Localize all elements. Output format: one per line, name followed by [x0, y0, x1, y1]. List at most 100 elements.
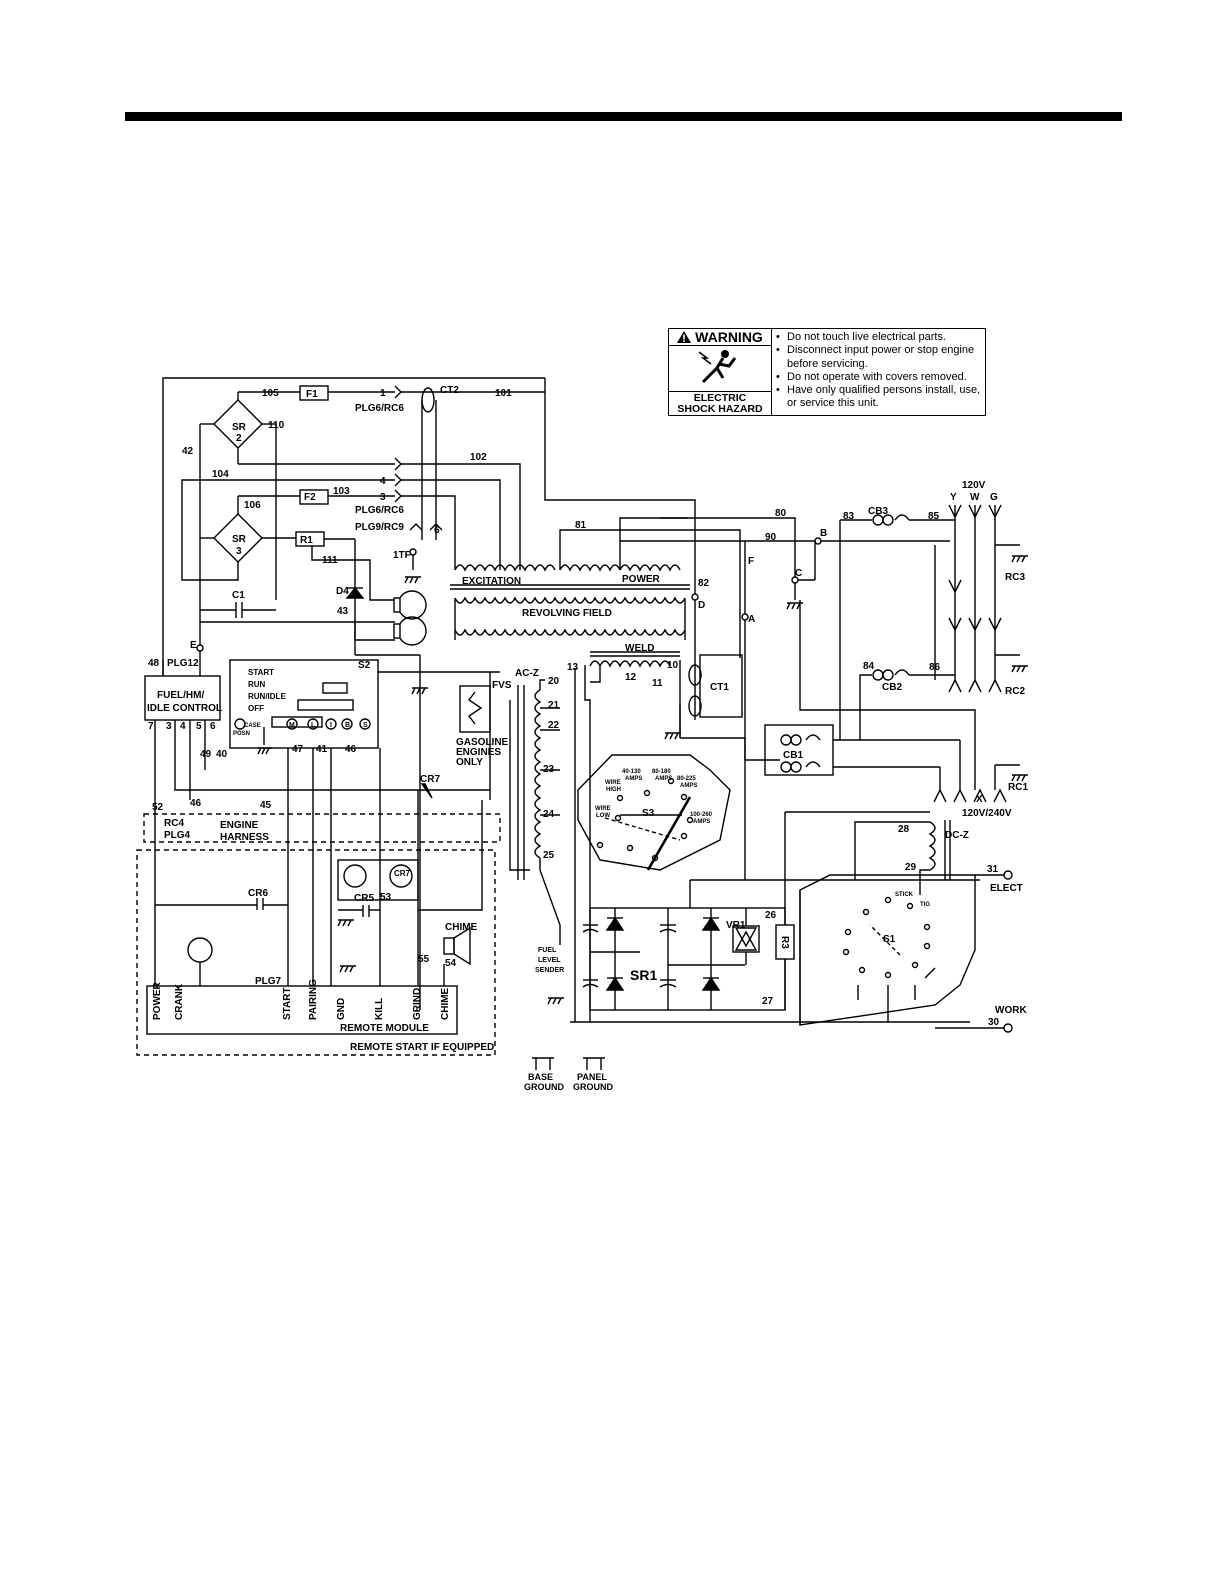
- label: REMOTE START IF EQUIPPED: [350, 1042, 494, 1053]
- label: SR: [232, 422, 247, 433]
- label: 20: [548, 676, 560, 687]
- label: POWER: [622, 574, 661, 585]
- label: 100-260: [690, 812, 713, 818]
- label: 42: [182, 446, 194, 457]
- label: 40-130: [622, 769, 641, 775]
- label: 111: [322, 555, 338, 566]
- label: 120V: [962, 480, 986, 491]
- label: D4: [336, 586, 349, 597]
- label: 6: [434, 525, 440, 536]
- label: AMPS: [625, 776, 642, 782]
- label: 104: [212, 469, 229, 480]
- label: AMPS: [693, 819, 710, 825]
- label: WIRE: [595, 806, 611, 812]
- label: AC-Z: [515, 668, 539, 679]
- label: CB2: [882, 682, 902, 693]
- label: 22: [548, 720, 560, 731]
- acz-reactor: [509, 679, 731, 945]
- label: REVOLVING FIELD: [522, 608, 612, 619]
- label: 80-180: [652, 769, 671, 775]
- label: 28: [898, 824, 910, 835]
- ac-distribution: [660, 505, 1020, 790]
- label: FVS: [492, 680, 512, 691]
- label: 3: [236, 546, 242, 557]
- label: F: [748, 556, 754, 567]
- label: L: [311, 722, 316, 729]
- warning-item: Have only qualified persons install, use…: [776, 384, 985, 411]
- warning-item: Do not operate with covers removed.: [776, 371, 985, 385]
- label: 106: [244, 500, 261, 511]
- label: 1TF: [393, 550, 411, 561]
- label: 48: [148, 658, 160, 669]
- label: 52: [152, 802, 164, 813]
- label: 12: [625, 672, 637, 683]
- label: G: [990, 492, 998, 503]
- label: PLG6/RC6: [355, 505, 404, 516]
- sr1-output-section: [570, 879, 980, 1023]
- label: 21: [548, 700, 560, 711]
- label: START: [282, 987, 293, 1020]
- label: 120V/240V: [962, 808, 1012, 819]
- hazard-line-2: SHOCK HAZARD: [677, 402, 763, 415]
- label: FUEL/HM/: [157, 690, 204, 701]
- label: 80: [775, 508, 787, 519]
- rectifier-section: [162, 377, 696, 675]
- label: 10: [667, 660, 679, 671]
- label: 3: [166, 721, 172, 732]
- label: 110: [268, 420, 285, 431]
- warning-triangle-icon: [677, 331, 692, 343]
- label: PLG9/RC9: [355, 522, 404, 533]
- warning-header: WARNING: [669, 329, 771, 346]
- label: B: [820, 528, 827, 539]
- label: 101: [495, 388, 512, 399]
- label: 53: [380, 892, 392, 903]
- label: GASOLINE: [456, 737, 509, 748]
- label: HIGH: [606, 787, 621, 793]
- label: 43: [337, 606, 349, 617]
- dcz-s1-section: [784, 811, 1013, 1033]
- label: 30: [988, 1017, 1000, 1028]
- label: 27: [762, 996, 774, 1007]
- label: POSN: [233, 731, 250, 737]
- label: 81: [575, 520, 587, 531]
- label: EXCITATION: [462, 576, 521, 587]
- label: WIRE: [605, 780, 621, 786]
- warning-left-panel: WARNING ELECTRIC SHOCK HAZARD: [669, 329, 772, 415]
- label: 41: [316, 744, 328, 755]
- generator-windings: [450, 517, 815, 668]
- label: 105: [262, 388, 279, 399]
- label: 90: [765, 532, 777, 543]
- label: 86: [929, 662, 941, 673]
- label: 82: [698, 578, 710, 589]
- label: S3: [642, 808, 655, 819]
- label: 85: [928, 511, 940, 522]
- label: 1: [380, 388, 386, 399]
- label: 25: [543, 850, 555, 861]
- label: ONLY: [456, 757, 483, 768]
- label: 102: [470, 452, 487, 463]
- label: RC2: [1005, 686, 1025, 697]
- label: 4: [180, 721, 186, 732]
- label: 23: [543, 764, 555, 775]
- label: RC1: [1008, 782, 1028, 793]
- label: 55: [418, 954, 430, 965]
- label: CHIME: [440, 987, 451, 1020]
- label: R3: [779, 936, 790, 949]
- label: 5: [196, 721, 202, 732]
- label: GROUND: [524, 1082, 564, 1092]
- label: CRANK: [174, 983, 185, 1020]
- label: SR: [232, 534, 247, 545]
- label: D: [698, 600, 705, 611]
- label: PANEL: [577, 1072, 607, 1082]
- label: 84: [863, 661, 875, 672]
- label: B: [345, 722, 350, 729]
- label: I: [330, 722, 332, 729]
- label: LEVEL: [538, 957, 561, 964]
- label: C1: [232, 590, 245, 601]
- label: 49: [200, 749, 212, 760]
- label: 3: [380, 492, 386, 503]
- label: START: [248, 668, 274, 677]
- label: RC3: [1005, 572, 1025, 583]
- label: 4: [380, 476, 386, 487]
